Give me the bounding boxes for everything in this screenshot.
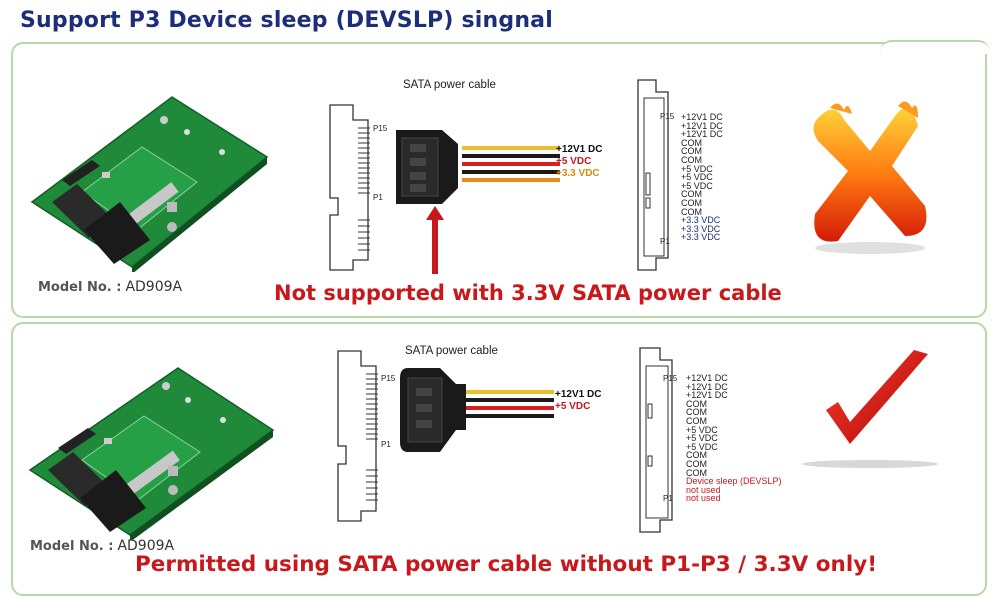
pin-label: +5 VDC [686,424,718,435]
wire-label: +12V1 DC [556,144,603,155]
wire-label: +5 VDC [556,156,592,167]
pinout-p15-label: P15 [660,112,675,121]
adapter-board-image [30,96,269,272]
pin-label: +5 VDC [681,180,713,191]
pin-label: COM [686,407,707,418]
pinout-connector-outline [637,79,669,271]
pin-label: not used [686,484,721,495]
connector-p1-label: P1 [381,440,391,449]
model-number-label: Model No. :AD909A [30,538,174,554]
connector-p1-label: P1 [373,193,383,202]
wire-labels: +12V1 DC +5 VDC [555,389,601,413]
model-value: AD909A [125,279,183,295]
connector-p15-label: P15 [381,374,396,383]
pin-label: +12V1 DC [681,129,723,140]
up-arrow-icon [426,206,444,274]
pin-label: COM [681,189,702,200]
wire-label: +3.3 VDC [556,168,600,179]
wire-labels: +12V1 DC +5 VDC +3.3 VDC [556,144,602,180]
sata-connector-outline [329,104,370,271]
pin-label: COM [681,137,702,148]
not-supported-banner: Not supported with 3.3V SATA power cable [274,281,782,305]
model-label: Model No. : [38,280,122,295]
pin-label: +5 VDC [686,433,718,444]
red-checkmark-icon [802,350,938,468]
pin-assignment-list: +12V1 DC +12V1 DC +12V1 DC COM COM COM +… [681,113,723,242]
adapter-board-image [28,367,275,540]
pin-label: COM [686,398,707,409]
panel-corner-tab [880,40,990,54]
pin-label: +5 VDC [681,163,713,174]
pin-label: COM [681,146,702,157]
pin-label: +5 VDC [686,441,718,452]
pin-label: COM [681,206,702,217]
cable-title: SATA power cable [405,345,498,357]
pin-label: +12V1 DC [681,112,723,122]
pinout-p15-label: P15 [663,374,678,383]
pinout-p1-label: P1 [660,237,670,246]
cable-title: SATA power cable [403,79,496,91]
pin-assignment-list: +12V1 DC +12V1 DC +12V1 DC COM COM COM +… [686,374,782,503]
pinout-p1-label: P1 [663,494,673,503]
pin-label: COM [681,154,702,165]
sata-power-cable-image [400,368,554,452]
pin-label: +5 VDC [681,172,713,183]
wire-label: +5 VDC [555,401,591,412]
pin-label: COM [681,197,702,208]
pinout-connector-outline [639,347,673,533]
pin-label: COM [686,415,707,426]
fire-x-icon [813,101,927,254]
model-value: AD909A [117,538,175,554]
pin-label: +12V1 DC [681,120,723,131]
wire-label: +12V1 DC [555,389,602,400]
sata-power-cable-image [396,130,560,204]
pin-label: +3.3 VDC [681,223,721,234]
model-number-label: Model No. :AD909A [38,279,182,295]
pin-label: +12V1 DC [686,373,728,383]
pin-label: +3.3 VDC [681,215,721,226]
pin-label: +12V1 DC [686,381,728,392]
pin-label: Device sleep (DEVSLP) [686,476,782,487]
pin-label: +12V1 DC [686,390,728,401]
page-title: Support P3 Device sleep (DEVSLP) singnal [20,8,553,33]
pin-label: +3.3 VDC [681,232,721,243]
sata-connector-outline [337,350,378,522]
pin-label: COM [686,458,707,469]
pin-label: COM [686,467,707,478]
pin-label: not used [686,493,721,504]
model-label: Model No. : [30,539,114,554]
pin-label: COM [686,450,707,461]
connector-p15-label: P15 [373,124,388,133]
permitted-banner: Permitted using SATA power cable without… [135,552,878,577]
